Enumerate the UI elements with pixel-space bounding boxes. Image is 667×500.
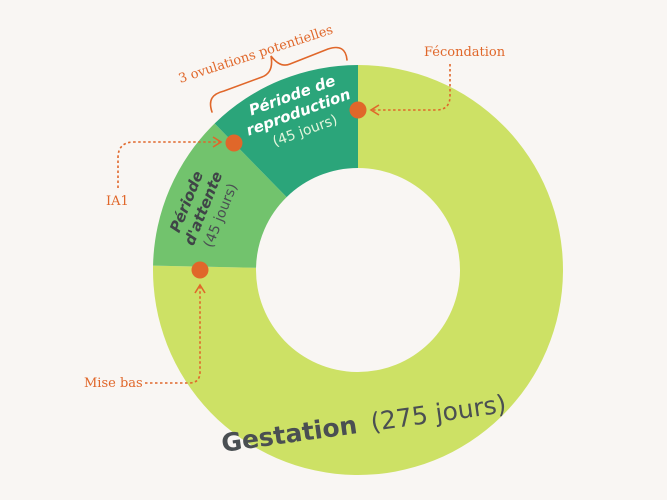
mise-bas-arrowhead — [194, 283, 206, 294]
segment-periode-attente — [153, 123, 287, 268]
segment-gestation — [153, 65, 564, 475]
mise-bas-leader — [145, 286, 201, 384]
ia1-marker — [225, 134, 243, 152]
fecondation-label: Fécondation — [424, 45, 506, 60]
fecondation-leader — [372, 64, 451, 111]
ovulations-brace — [209, 46, 348, 113]
segment-periode-reproduction — [214, 65, 358, 198]
fecondation-arrowhead — [369, 104, 380, 116]
ia1-label: IA1 — [106, 194, 129, 209]
ia1-leader — [117, 141, 220, 188]
ia1-arrowhead — [212, 136, 223, 148]
mise-bas-marker — [191, 261, 209, 279]
mise-bas-label: Mise bas — [84, 376, 143, 391]
fecondation-marker — [349, 101, 367, 119]
